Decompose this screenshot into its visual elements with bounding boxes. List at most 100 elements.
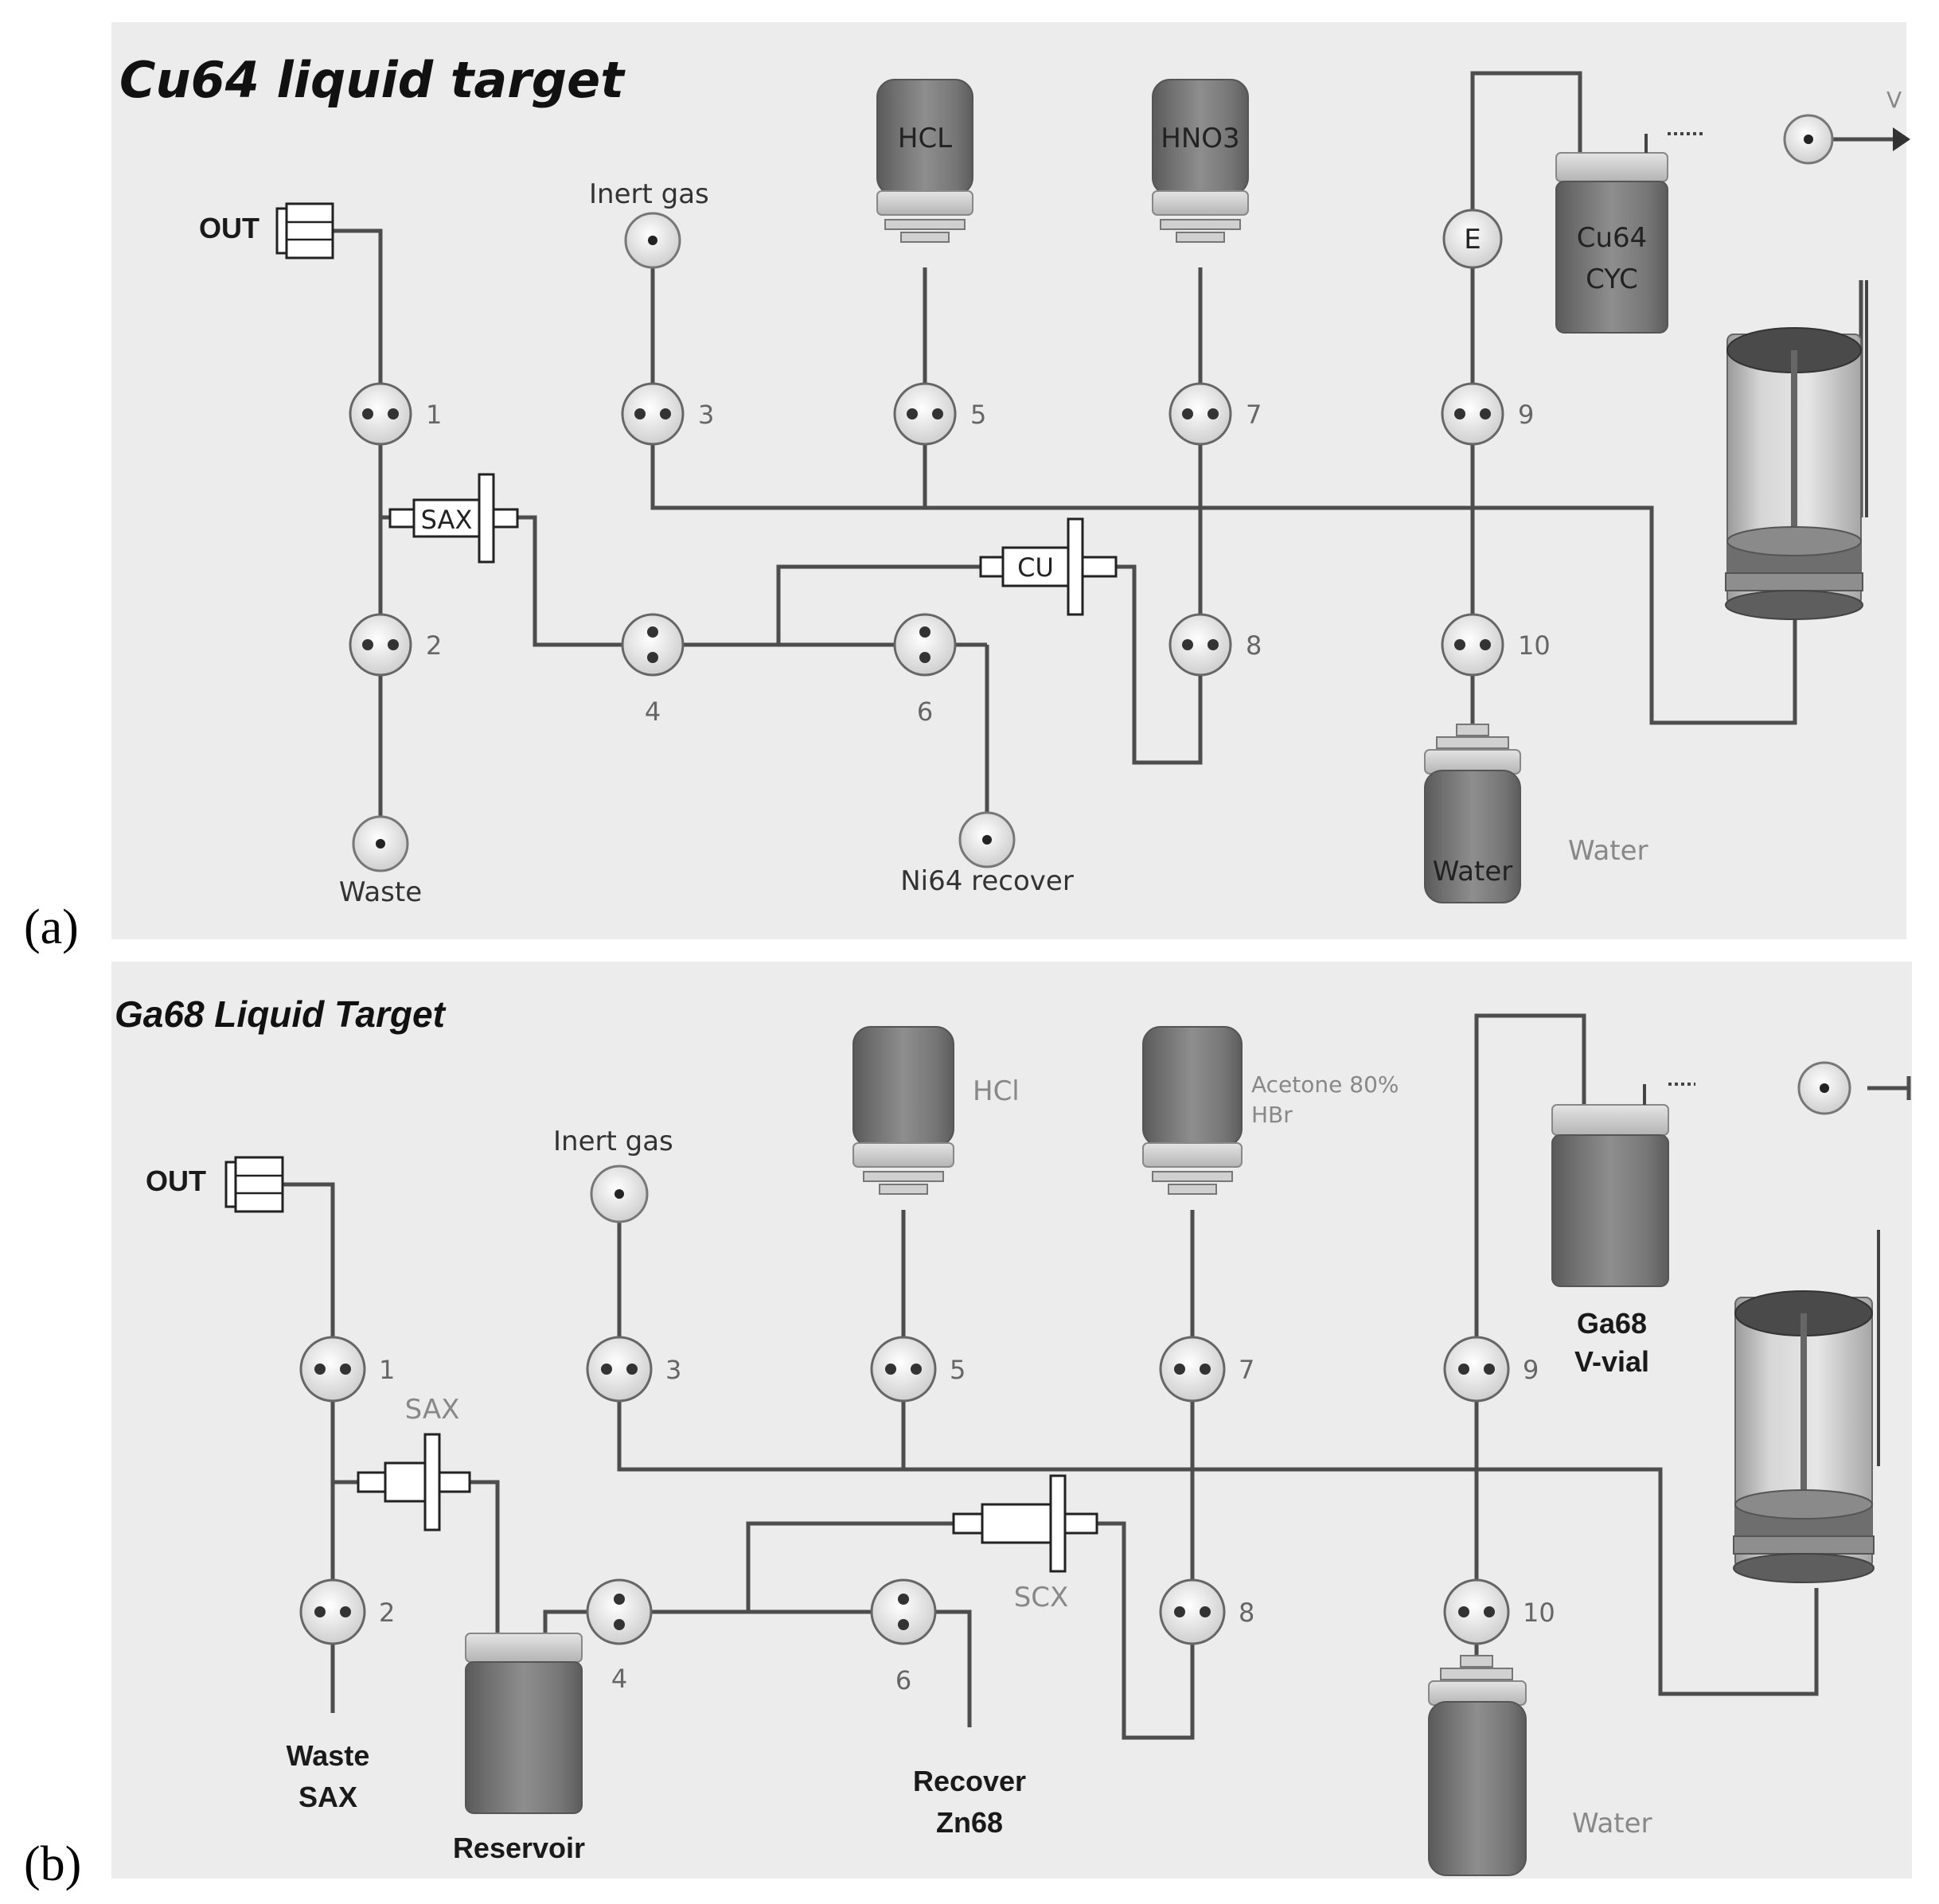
valve-icon[interactable] [870, 1578, 937, 1645]
water-bottle-label: Water [1433, 856, 1513, 888]
cu64-vial-label-2: CYC [1586, 263, 1638, 295]
panel-a-letter: (a) [24, 900, 79, 954]
panel-b-title: Ga68 Liquid Target [115, 993, 447, 1035]
valve-number: 2 [426, 630, 442, 661]
valve-number: 1 [426, 400, 442, 430]
valve-number: 4 [645, 696, 661, 727]
panel-a: Cu64 liquid target (a) OUT Iner [24, 22, 1910, 954]
valve-icon[interactable] [299, 1336, 366, 1403]
inert-gas-port-icon[interactable] [624, 212, 681, 269]
valve-icon[interactable] [1443, 1578, 1510, 1645]
scx-column-icon[interactable] [952, 1474, 1098, 1573]
valve-icon[interactable] [621, 613, 685, 677]
syringe-pump-icon[interactable] [1733, 1230, 1880, 1583]
valve-icon[interactable] [893, 613, 957, 677]
cu64-cyc-vial-icon[interactable]: Cu64 CYC [1555, 132, 1703, 334]
valve-number: 8 [1246, 630, 1262, 661]
valve-number: 7 [1246, 400, 1262, 430]
v-port-icon[interactable] [1797, 1061, 1851, 1115]
out-connector-icon [224, 1156, 284, 1213]
water-label: Water [1572, 1808, 1652, 1840]
panel-b-valves: 1 2 3 4 5 [299, 1336, 1555, 1695]
acetone-hbr-bottle-icon[interactable] [1142, 1026, 1243, 1195]
valve-number: 9 [1518, 400, 1534, 430]
water-side-label: Water [1568, 835, 1648, 867]
sax-label: SAX [405, 1394, 460, 1426]
valve-number: 4 [611, 1664, 627, 1694]
valve-icon[interactable] [870, 1336, 937, 1403]
panel-a-title: Cu64 liquid target [119, 51, 626, 109]
valve-icon[interactable] [1168, 382, 1232, 446]
hcl-bottle-label: HCL [898, 123, 952, 154]
valve-number: 1 [379, 1355, 395, 1385]
valve-number: 9 [1523, 1355, 1539, 1385]
ga68-v-vial-icon[interactable] [1551, 1083, 1695, 1287]
cu64-vial-label-1: Cu64 [1577, 222, 1648, 254]
hcl-label: HCl [973, 1075, 1020, 1107]
valve-number: 8 [1239, 1598, 1254, 1628]
hno3-bottle-icon[interactable]: HNO3 [1152, 79, 1249, 243]
sax-column-icon[interactable] [357, 1433, 471, 1531]
panel-b: Ga68 Liquid Target (b) OUT Inert gas [24, 962, 1912, 1891]
cu-column-label: CU [1017, 552, 1054, 583]
inert-gas-label: Inert gas [589, 178, 709, 210]
v-port-icon[interactable] [1783, 114, 1834, 165]
water-bottle-icon[interactable]: Water [1424, 724, 1521, 903]
valve-number: 7 [1239, 1355, 1254, 1385]
valve-icon[interactable] [1441, 613, 1504, 677]
recover-label-1: Recover [913, 1765, 1026, 1797]
ni64-recover-port-icon[interactable] [958, 811, 1016, 868]
valve-icon[interactable] [586, 1336, 653, 1403]
recover-label-2: Zn68 [936, 1806, 1003, 1839]
valve-icon[interactable] [349, 613, 412, 677]
acetone-label-2: HBr [1251, 1102, 1293, 1128]
out-label: OUT [199, 212, 259, 244]
reservoir-vial-icon[interactable] [465, 1633, 583, 1814]
valve-number: 3 [698, 400, 714, 430]
valve-icon[interactable] [893, 382, 957, 446]
reservoir-label: Reservoir [453, 1832, 585, 1864]
sax-column-icon[interactable]: SAX [388, 473, 519, 564]
hcl-bottle-icon[interactable] [852, 1026, 954, 1195]
waste-label-1: Waste [287, 1739, 370, 1772]
valve-icon[interactable] [621, 382, 685, 446]
valve-icon[interactable] [586, 1578, 653, 1645]
ga68-label-2: V-vial [1574, 1345, 1649, 1378]
inert-gas-label: Inert gas [553, 1126, 673, 1157]
valve-number: 6 [917, 696, 933, 727]
waste-port-icon[interactable] [352, 815, 409, 872]
waste-label-2: SAX [298, 1781, 357, 1813]
ga68-label-1: Ga68 [1577, 1307, 1647, 1340]
valve-number: 5 [970, 400, 986, 430]
valve-icon[interactable] [349, 382, 412, 446]
water-bottle-icon[interactable] [1428, 1655, 1527, 1876]
e-port-icon[interactable]: E [1442, 209, 1503, 269]
valve-number: 2 [379, 1598, 395, 1628]
valve-icon[interactable] [1159, 1336, 1226, 1403]
panel-a-valves: 1 2 3 4 5 [349, 382, 1551, 727]
valve-icon[interactable] [299, 1578, 366, 1645]
hcl-bottle-icon[interactable]: HCL [876, 79, 973, 243]
valve-number: 10 [1518, 630, 1551, 661]
valve-number: 10 [1523, 1598, 1555, 1628]
valve-number: 6 [895, 1665, 911, 1695]
e-port-label: E [1464, 224, 1481, 256]
out-label: OUT [146, 1165, 206, 1197]
hno3-bottle-label: HNO3 [1161, 123, 1239, 154]
out-connector-icon [275, 202, 334, 259]
valve-icon[interactable] [1159, 1578, 1226, 1645]
valve-icon[interactable] [1443, 1336, 1510, 1403]
v-cut-label: V [1886, 87, 1902, 113]
inert-gas-port-icon[interactable] [590, 1165, 649, 1223]
panel-b-letter: (b) [24, 1837, 81, 1891]
valve-icon[interactable] [1441, 382, 1504, 446]
acetone-label-1: Acetone 80% [1251, 1071, 1399, 1098]
sax-column-label: SAX [421, 505, 473, 535]
syringe-pump-icon[interactable] [1725, 280, 1868, 620]
scx-label: SCX [1014, 1582, 1069, 1613]
valve-icon[interactable] [1168, 613, 1232, 677]
valve-number: 5 [950, 1355, 966, 1385]
cu-column-icon[interactable]: CU [979, 517, 1118, 616]
ni64-recover-label: Ni64 recover [900, 865, 1074, 897]
